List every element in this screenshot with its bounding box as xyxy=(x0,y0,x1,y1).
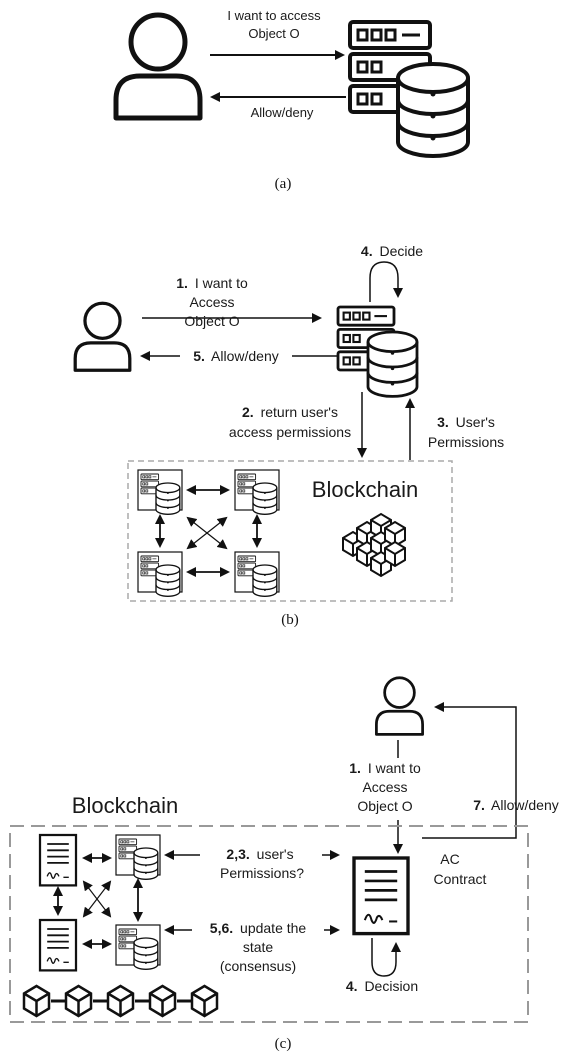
step1-line1: I want to xyxy=(368,760,421,776)
contract-label-line1: AC xyxy=(440,851,459,867)
step4-number: 4. xyxy=(346,978,358,994)
node-br xyxy=(235,552,279,596)
step7-text: Allow/deny xyxy=(491,797,559,813)
database-icon xyxy=(366,330,419,398)
server-node-br xyxy=(116,925,160,969)
step1-number: 1. xyxy=(176,275,188,291)
step56-label: 5,6. update the xyxy=(210,920,307,936)
step3-label: 3. User's xyxy=(437,414,495,430)
step4-text: Decide xyxy=(379,243,423,259)
contract-node-bl xyxy=(38,918,78,972)
caption-c: (c) xyxy=(275,1036,292,1052)
step23-line1: user's xyxy=(257,846,294,862)
decision-loop-arrow xyxy=(371,938,401,977)
step56-number: 5,6. xyxy=(210,920,233,936)
blockchain-box xyxy=(127,460,453,602)
contract-label-line2: Contract xyxy=(434,871,487,887)
blockchain-box xyxy=(9,825,529,1023)
response-label: Allow/deny xyxy=(251,105,314,120)
contract-node-tl xyxy=(38,833,78,887)
blockchain-label: Blockchain xyxy=(72,793,178,818)
panel-c: 7. Allow/deny 1. I want to Access Object… xyxy=(9,676,559,1052)
step3-line1: User's xyxy=(456,414,495,430)
step7-label: 7. Allow/deny xyxy=(473,797,559,813)
request-label-line2: Object O xyxy=(248,26,299,41)
step3-number: 3. xyxy=(437,414,449,430)
step56-line3: (consensus) xyxy=(220,958,296,974)
user-icon xyxy=(375,676,424,736)
step2-number: 2. xyxy=(242,404,254,420)
step7-number: 7. xyxy=(473,797,485,813)
block-chain-icon xyxy=(22,984,219,1018)
step1-label: 1. I want to xyxy=(176,275,248,291)
step1-line3: Object O xyxy=(184,313,239,329)
step23-line2: Permissions? xyxy=(220,865,304,881)
step2-label: 2. return user's xyxy=(242,404,338,420)
step1-line3: Object O xyxy=(357,798,412,814)
step4-number: 4. xyxy=(361,243,373,259)
peer-link xyxy=(186,516,228,550)
step4-label: 4. Decide xyxy=(361,243,423,259)
caption-a: (a) xyxy=(275,176,292,192)
step1-line2: Access xyxy=(189,294,234,310)
step56-line2: state xyxy=(243,939,274,955)
step1-line1: I want to xyxy=(195,275,248,291)
step23-number: 2,3. xyxy=(226,846,249,862)
step56-line1: update the xyxy=(240,920,306,936)
node-tl xyxy=(138,470,182,514)
node-tr xyxy=(235,470,279,514)
user-icon xyxy=(73,301,132,372)
database-icon xyxy=(396,62,470,158)
step1-number: 1. xyxy=(349,760,361,776)
step3-line2: Permissions xyxy=(428,434,504,450)
request-label-line1: I want to access xyxy=(227,8,321,23)
node-bl xyxy=(138,552,182,596)
user-icon xyxy=(116,15,200,118)
blockchain-label: Blockchain xyxy=(312,477,418,502)
peer-link xyxy=(82,880,112,918)
step1-line2: Access xyxy=(362,779,407,795)
ac-contract-icon xyxy=(352,856,410,936)
panel-b: 1. I want to Access Object O 5. Allow/de… xyxy=(73,243,504,628)
step5-number: 5. xyxy=(193,348,205,364)
allow-deny-arrow xyxy=(422,702,517,839)
blockchain-cubes-icon xyxy=(342,513,406,577)
step2-line2: access permissions xyxy=(229,424,351,440)
step23-label: 2,3. user's xyxy=(226,846,293,862)
step1-label: 1. I want to xyxy=(349,760,421,776)
step4-text: Decision xyxy=(364,978,418,994)
step4-label: 4. Decision xyxy=(346,978,418,994)
panel-a: I want to access Object O Allow/deny (a) xyxy=(116,8,470,192)
step5-label: 5. Allow/deny xyxy=(193,348,279,364)
server-node-tr xyxy=(116,835,160,879)
caption-b: (b) xyxy=(281,612,299,628)
step5-text: Allow/deny xyxy=(211,348,279,364)
step2-line1: return user's xyxy=(261,404,338,420)
decide-loop-arrow xyxy=(369,261,403,302)
